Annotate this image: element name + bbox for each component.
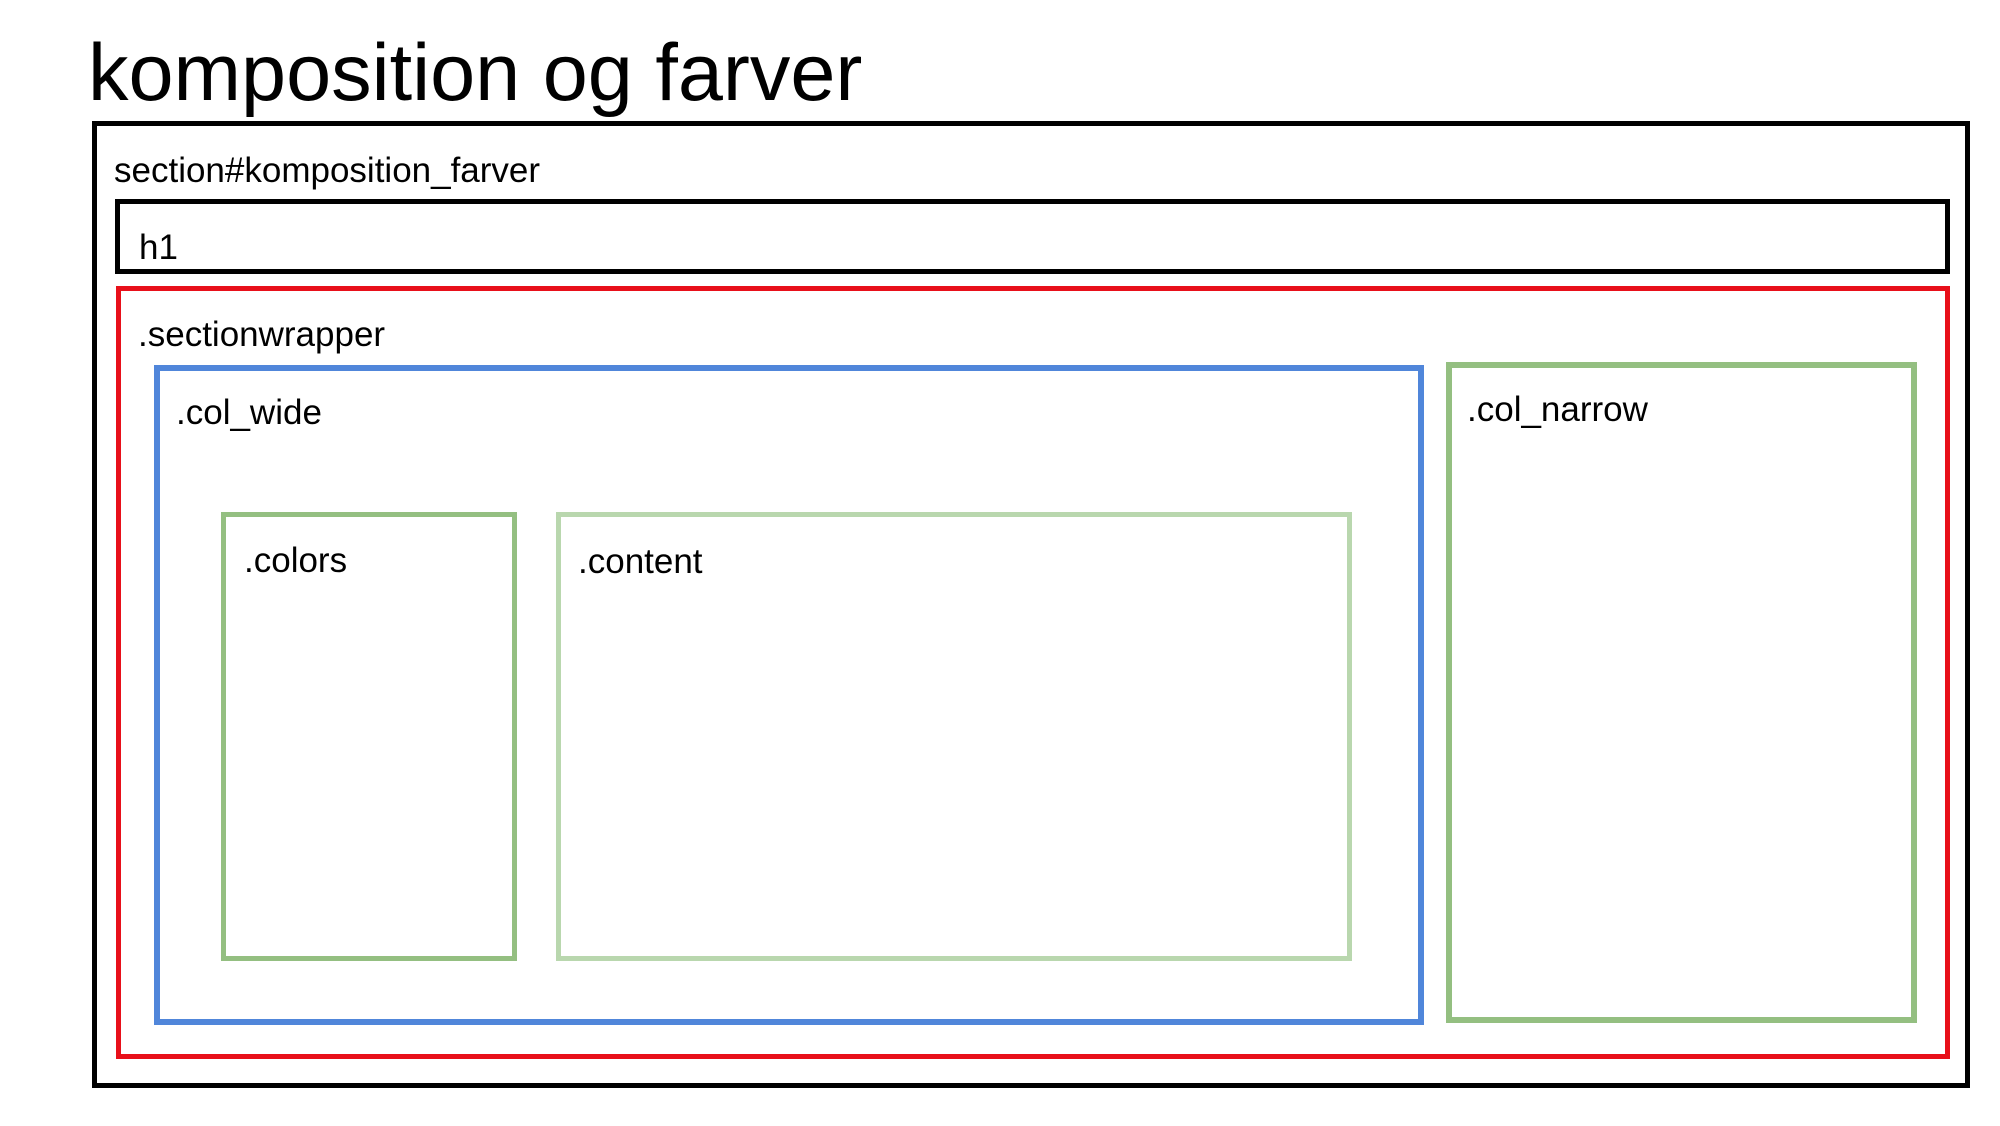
section-box xyxy=(92,121,1970,1088)
colors-label: .colors xyxy=(244,541,348,580)
sectionwrapper-label: .sectionwrapper xyxy=(138,315,386,354)
col-narrow-label: .col_narrow xyxy=(1467,390,1648,429)
content-box xyxy=(556,512,1352,961)
sectionwrapper-box xyxy=(116,286,1950,1059)
col-wide-box xyxy=(154,365,1424,1025)
content-label: .content xyxy=(578,542,703,581)
colors-box xyxy=(221,512,517,961)
col-narrow-box xyxy=(1446,362,1917,1023)
h1-label: h1 xyxy=(139,228,178,267)
page-title: komposition og farver xyxy=(88,28,863,118)
h1-box xyxy=(115,199,1950,274)
section-label: section#komposition_farver xyxy=(114,151,541,190)
col-wide-label: .col_wide xyxy=(176,393,322,432)
